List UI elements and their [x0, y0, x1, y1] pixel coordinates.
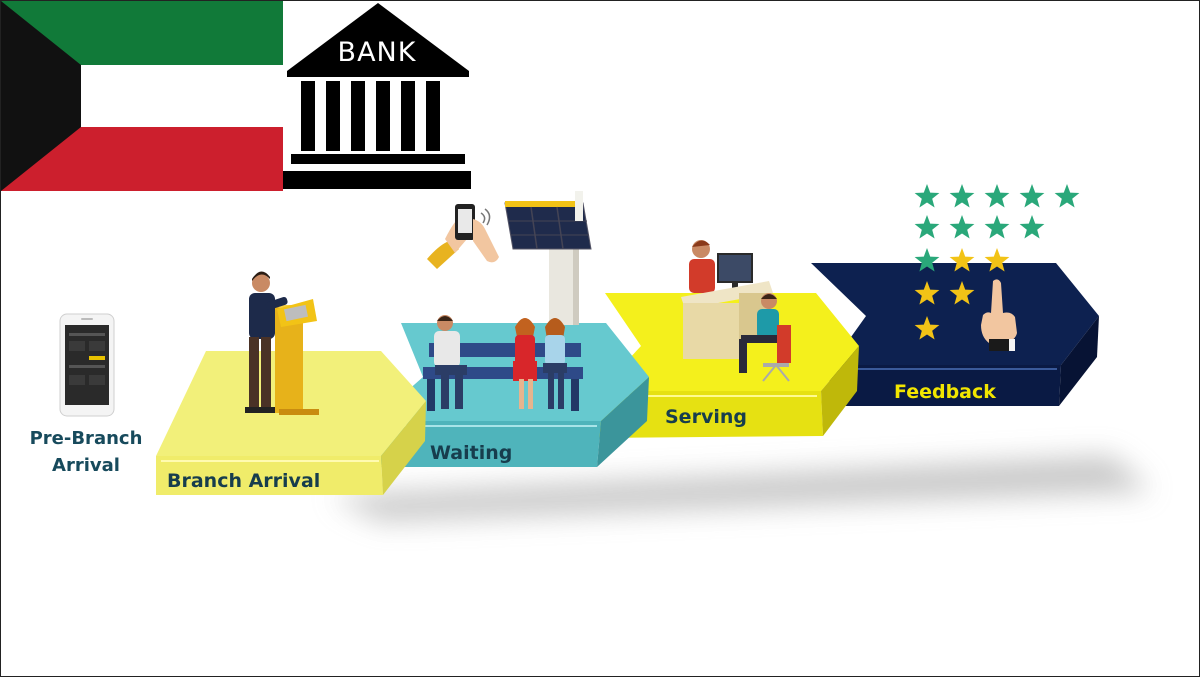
green-star-icon — [914, 248, 940, 272]
stage-label-branch-arrival: Branch Arrival — [167, 470, 321, 492]
kuwait-flag — [1, 1, 283, 191]
green-star-icon — [1019, 184, 1045, 208]
yellow-star-icon — [914, 281, 940, 305]
green-star-icon — [984, 215, 1010, 239]
green-star-icon — [949, 184, 975, 208]
stage-label-feedback: Feedback — [894, 381, 996, 403]
rating-stars-icon — [914, 184, 1080, 340]
green-star-icon — [1019, 215, 1045, 239]
green-star-icon — [949, 215, 975, 239]
green-star-icon — [914, 215, 940, 239]
feedback-platform — [811, 263, 1099, 406]
hand-holding-phone-icon — [427, 204, 499, 269]
yellow-star-icon — [949, 248, 975, 272]
yellow-star-icon — [949, 281, 975, 305]
pre-branch-line-1: Pre-Branch — [29, 428, 143, 449]
pointing-hand-icon — [981, 279, 1017, 351]
service-desk-illustration — [681, 240, 791, 382]
yellow-star-icon — [914, 316, 940, 340]
stage-label-serving: Serving — [665, 406, 747, 428]
waiting-bench-illustration — [423, 315, 583, 411]
customer-at-kiosk-illustration — [245, 271, 319, 415]
stage-label-waiting: Waiting — [430, 442, 513, 464]
green-star-icon — [1054, 184, 1080, 208]
smartphone-icon — [59, 313, 115, 417]
bank-label: BANK — [337, 37, 417, 68]
stage-label-pre-branch-arrival: Pre-Branch Arrival — [19, 425, 153, 479]
yellow-star-icon — [984, 248, 1010, 272]
information-board-icon — [504, 191, 592, 325]
green-star-icon — [914, 184, 940, 208]
green-star-icon — [984, 184, 1010, 208]
bank-building-icon — [283, 3, 471, 189]
pre-branch-line-2: Arrival — [52, 455, 120, 476]
